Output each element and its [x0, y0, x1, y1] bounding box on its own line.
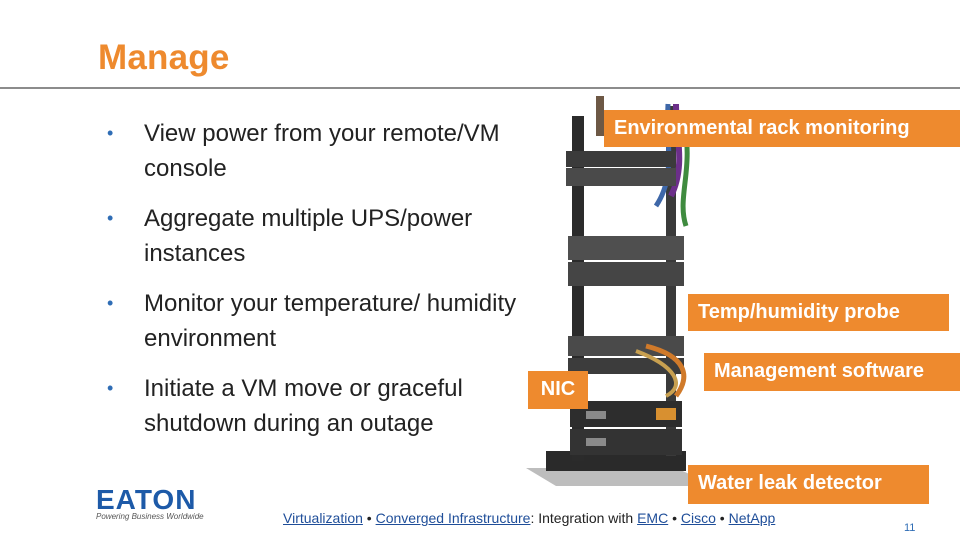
server-rack-image — [526, 96, 716, 486]
slide-title: Manage — [98, 38, 230, 77]
callout-nic: NIC — [528, 371, 588, 409]
callout-temp-humidity-probe: Temp/humidity probe — [688, 294, 949, 331]
callout-water-leak-detector: Water leak detector — [688, 465, 929, 504]
title-divider — [0, 87, 960, 89]
bullet-item: • View power from your remote/VM console — [104, 116, 524, 186]
footer-text: : Integration with — [530, 510, 638, 526]
footer-separator: • — [668, 510, 681, 526]
footer-separator: • — [715, 510, 729, 526]
bullet-icon: • — [107, 293, 114, 313]
link-virtualization[interactable]: Virtualization — [283, 510, 363, 526]
bullet-list: •View power from your remote/VM console … — [104, 116, 524, 456]
page-number: 11 — [904, 522, 916, 534]
link-converged-infrastructure[interactable]: Converged Infrastructure — [375, 510, 531, 526]
bullet-text: Monitor your temperature/ humidity envir… — [144, 290, 517, 352]
bullet-text: View power from your remote/VM console — [144, 120, 500, 182]
callout-environmental-monitoring: Environmental rack monitoring — [604, 110, 960, 147]
bullet-icon: • — [107, 123, 114, 143]
bullet-item: • Initiate a VM move or graceful shutdown… — [104, 371, 524, 441]
callout-management-software: Management software — [704, 353, 960, 391]
footer-separator: • — [362, 510, 376, 526]
link-cisco[interactable]: Cisco — [680, 510, 716, 526]
link-emc[interactable]: EMC — [637, 510, 669, 526]
link-netapp[interactable]: NetApp — [728, 510, 776, 526]
eaton-logo: EATON — [96, 484, 197, 515]
bullet-icon: • — [107, 378, 114, 398]
footer-links: Virtualization • Converged Infrastructur… — [283, 510, 775, 526]
bullet-item: • Aggregate multiple UPS/power instances — [104, 201, 524, 271]
bullet-item: • Monitor your temperature/ humidity envi… — [104, 286, 524, 356]
logo-tagline: Powering Business Worldwide — [96, 512, 204, 521]
bullet-text: Aggregate multiple UPS/power instances — [144, 205, 473, 267]
bullet-icon: • — [107, 208, 114, 228]
bullet-text: Initiate a VM move or graceful shutdown … — [144, 375, 463, 437]
